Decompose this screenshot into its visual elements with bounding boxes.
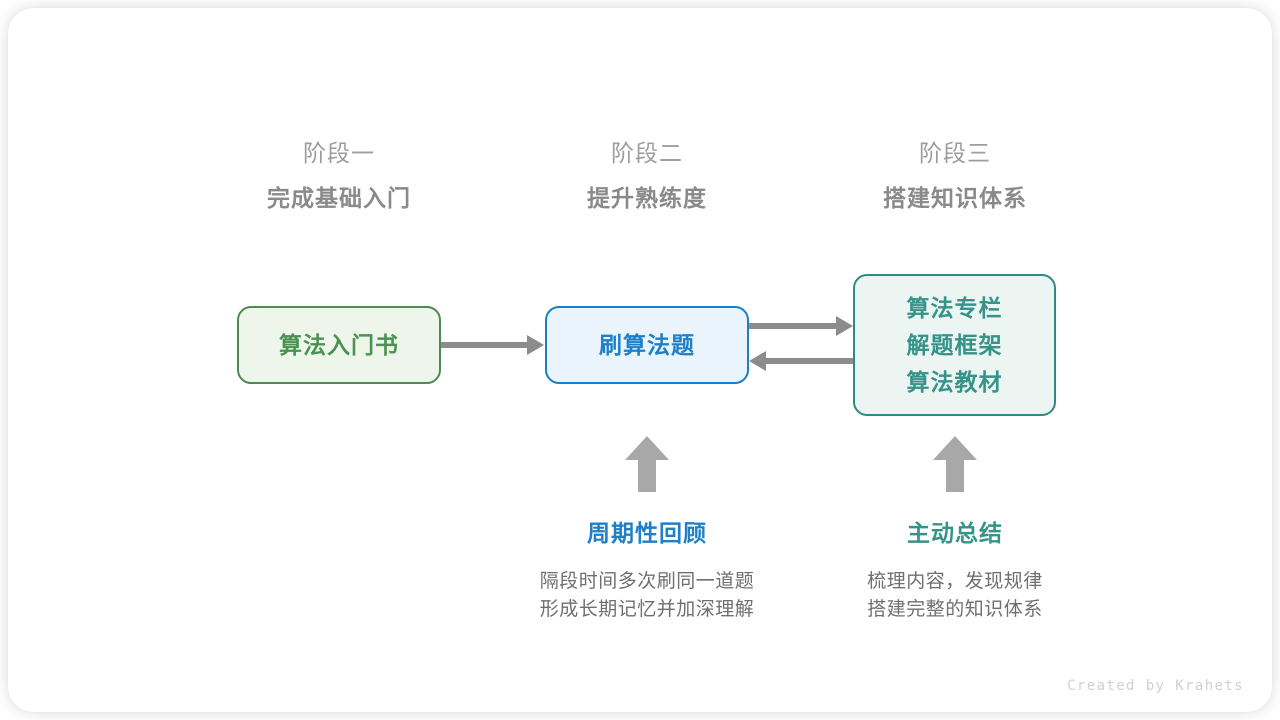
arrow-up-review-icon [625,436,669,492]
stage-title: 提升熟练度 [587,185,707,211]
arrow-resources-to-practice [766,358,853,364]
arrow-head-right-icon [527,335,544,355]
stage-title: 完成基础入门 [267,185,411,211]
caption-active-summary: 主动总结 梳理内容，发现规律 搭建完整的知识体系 [805,518,1105,624]
stage-number: 阶段三 [919,140,991,166]
arrow-shaft [638,458,656,492]
node-label-line-2: 解题框架 [906,331,1003,358]
node-learning-resources[interactable]: 算法专栏 解题框架 算法教材 [853,274,1056,416]
arrow-head-left-icon [749,351,766,371]
stage-number: 阶段二 [611,140,683,166]
stage-header-2: 阶段二 提升熟练度 [517,138,777,214]
node-algorithm-intro-book[interactable]: 算法入门书 [237,306,441,384]
arrow-tip [625,436,669,460]
caption-body: 梳理内容，发现规律 搭建完整的知识体系 [805,568,1105,624]
arrow-up-summary-icon [933,436,977,492]
caption-periodic-review: 周期性回顾 隔段时间多次刷同一道题 形成长期记忆并加深理解 [497,518,797,624]
caption-body-line-2: 形成长期记忆并加深理解 [539,599,755,620]
node-label: 刷算法题 [599,331,695,358]
arrow-book-to-practice [441,342,527,348]
stage-title: 搭建知识体系 [883,185,1027,211]
caption-body-line-1: 梳理内容，发现规律 [867,571,1043,592]
credit-label: Created by Krahets [1067,678,1244,694]
node-practice-problems[interactable]: 刷算法题 [545,306,749,384]
diagram-card: 阶段一 完成基础入门 阶段二 提升熟练度 阶段三 搭建知识体系 算法入门书 刷算… [8,8,1272,712]
node-label-line-3: 算法教材 [906,368,1003,395]
arrow-head-right-icon [836,316,853,336]
stage-number: 阶段一 [303,140,375,166]
arrow-shaft [946,458,964,492]
stage-header-3: 阶段三 搭建知识体系 [825,138,1085,214]
caption-body-line-2: 搭建完整的知识体系 [867,599,1043,620]
node-label-line-1: 算法专栏 [906,294,1003,321]
stage-header-1: 阶段一 完成基础入门 [209,138,469,214]
caption-title: 周期性回顾 [587,520,707,546]
node-label: 算法入门书 [279,331,399,358]
caption-body-line-1: 隔段时间多次刷同一道题 [539,571,755,592]
caption-body: 隔段时间多次刷同一道题 形成长期记忆并加深理解 [497,568,797,624]
arrow-tip [933,436,977,460]
arrow-practice-to-resources [749,323,836,329]
caption-title: 主动总结 [907,520,1003,546]
